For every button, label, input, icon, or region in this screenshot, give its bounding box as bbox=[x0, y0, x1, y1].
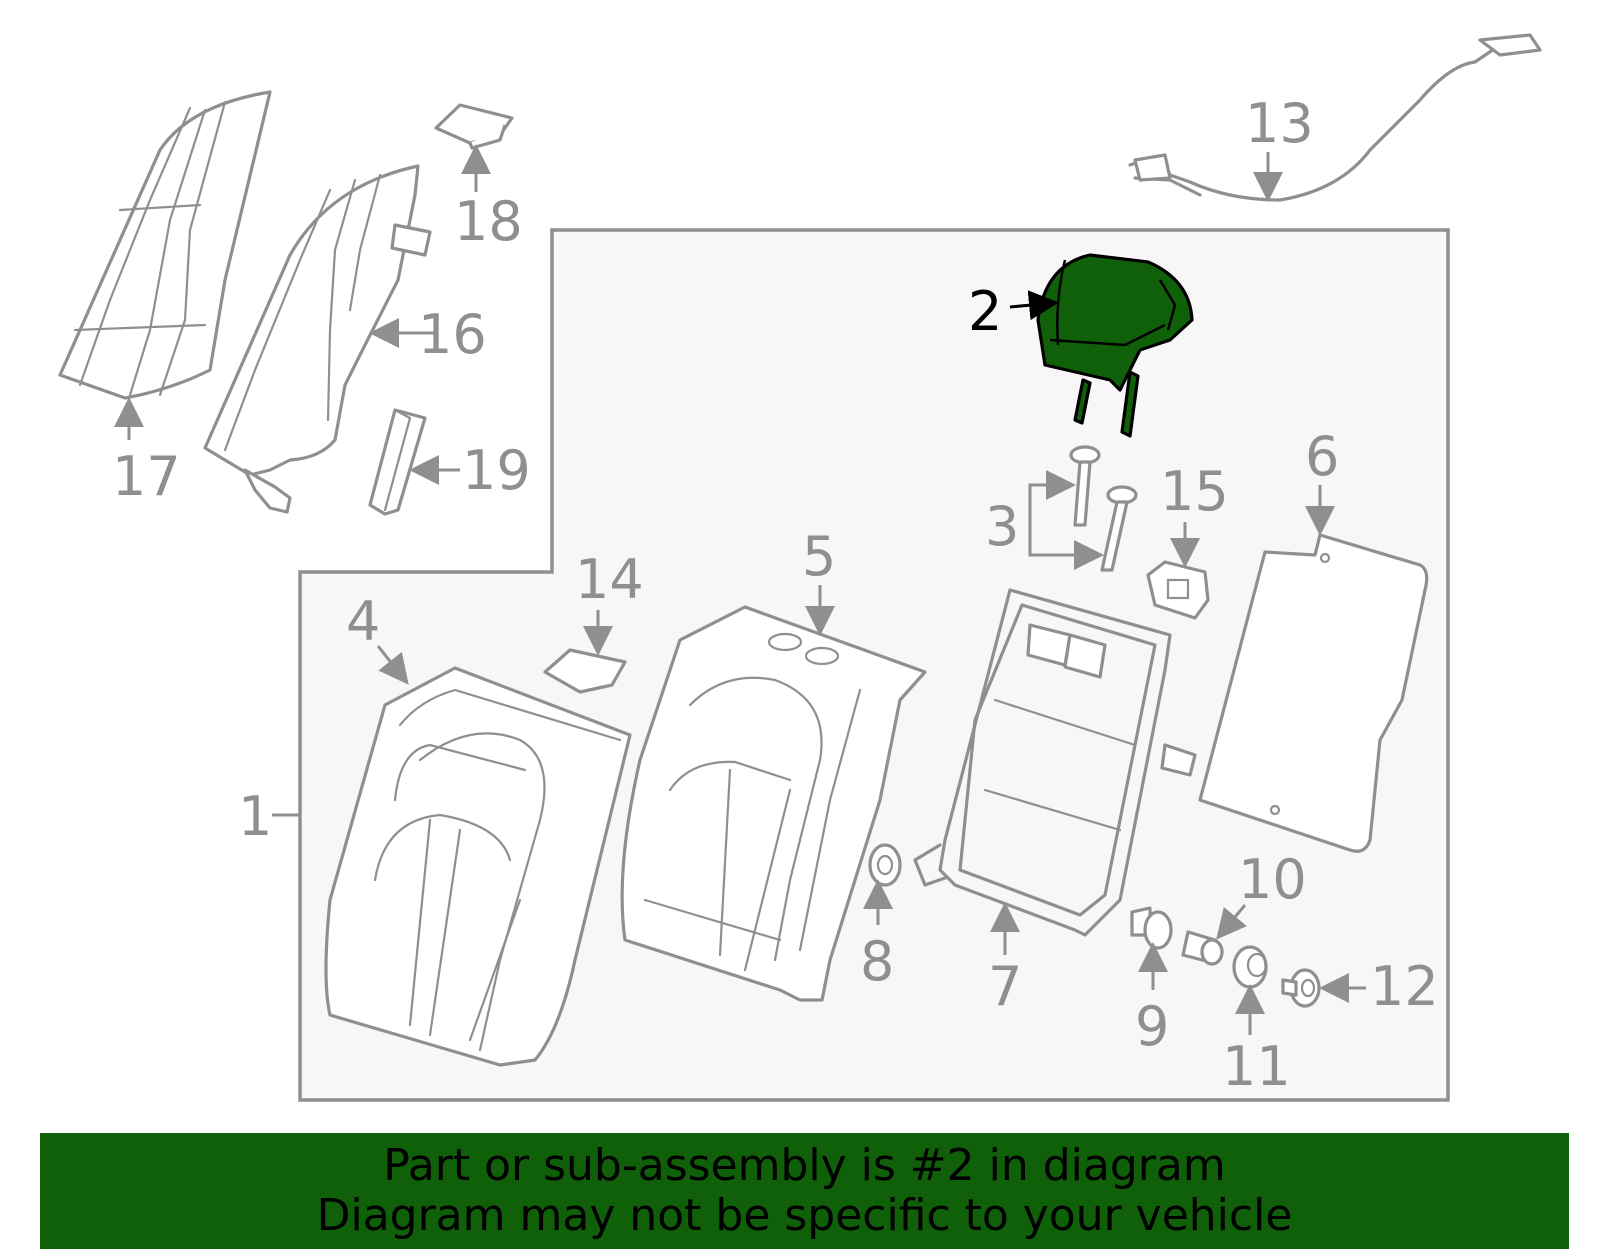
part-7-frame bbox=[913, 588, 1197, 937]
label-10: 10 bbox=[1238, 848, 1307, 911]
part-12-fastener bbox=[1281, 968, 1321, 1008]
label-9: 9 bbox=[1135, 995, 1169, 1058]
label-16: 16 bbox=[418, 303, 487, 366]
label-15: 15 bbox=[1160, 460, 1229, 523]
label-13: 13 bbox=[1245, 92, 1314, 155]
label-11: 11 bbox=[1222, 1035, 1291, 1098]
label-6: 6 bbox=[1305, 425, 1339, 488]
info-banner: Part or sub-assembly is #2 in diagram Di… bbox=[40, 1133, 1569, 1249]
part-4-seatback-cushion bbox=[324, 666, 632, 1067]
leader-lines bbox=[114, 144, 1366, 1035]
label-14: 14 bbox=[575, 548, 644, 611]
part-19-trim-strip bbox=[368, 408, 427, 516]
part-8-nut bbox=[868, 843, 902, 887]
part-17-bolster-cover bbox=[58, 90, 272, 400]
label-4: 4 bbox=[346, 590, 380, 653]
label-5: 5 bbox=[802, 525, 836, 588]
part-16-bolster bbox=[203, 164, 432, 514]
part-6-back-panel bbox=[1198, 533, 1429, 853]
part-5-seatback-pad bbox=[620, 605, 927, 1002]
part-18-clip bbox=[434, 103, 514, 150]
part-10-bushing bbox=[1181, 930, 1224, 966]
part-13-wire-harness bbox=[1128, 33, 1542, 202]
part-9-bolt bbox=[1130, 906, 1173, 950]
part-15-bracket bbox=[1146, 560, 1210, 620]
part-11-grommet bbox=[1232, 945, 1268, 989]
label-7: 7 bbox=[988, 955, 1022, 1018]
label-12: 12 bbox=[1370, 955, 1439, 1018]
part-2-headrest bbox=[1036, 253, 1194, 438]
label-8: 8 bbox=[860, 930, 894, 993]
part-14-clip bbox=[543, 648, 627, 694]
label-18: 18 bbox=[454, 190, 523, 253]
label-19: 19 bbox=[462, 439, 531, 502]
label-17: 17 bbox=[112, 445, 181, 508]
banner-line-1: Part or sub-assembly is #2 in diagram bbox=[383, 1140, 1226, 1191]
label-2: 2 bbox=[968, 280, 1002, 343]
label-1: 1 bbox=[238, 785, 272, 848]
banner-line-2: Diagram may not be specific to your vehi… bbox=[316, 1190, 1293, 1241]
part-3-headrest-guides bbox=[1069, 445, 1138, 572]
label-3: 3 bbox=[985, 495, 1019, 558]
